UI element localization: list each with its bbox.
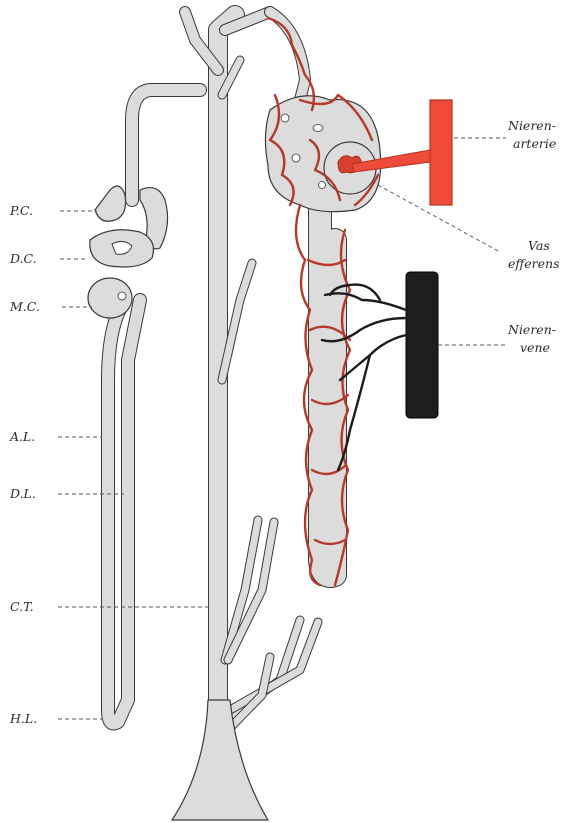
- henle-loop: [108, 90, 200, 724]
- label-nierenarterie-line1: Nieren-: [507, 118, 556, 133]
- label-nierenarterie-line2: arterie: [513, 136, 556, 151]
- label-hl: H.L.: [9, 711, 37, 726]
- label-vas-efferens-line1: Vas: [528, 238, 550, 253]
- label-dc: D.C.: [9, 251, 37, 266]
- label-nierenvene-line1: Nieren-: [507, 322, 556, 337]
- convoluted-tubule: [88, 186, 168, 318]
- label-mc: M.C.: [9, 299, 40, 314]
- label-pc: P.C.: [9, 203, 33, 218]
- labels: P.C. D.C. M.C. A.L. D.L. C.T. H.L. Niere…: [9, 118, 560, 726]
- label-ct: C.T.: [10, 599, 34, 614]
- label-al: A.L.: [9, 429, 35, 444]
- right-nephron: [265, 12, 380, 576]
- label-nierenvene-line2: vene: [520, 340, 550, 355]
- label-vas-efferens-line2: efferens: [508, 256, 560, 271]
- label-dl: D.L.: [9, 486, 36, 501]
